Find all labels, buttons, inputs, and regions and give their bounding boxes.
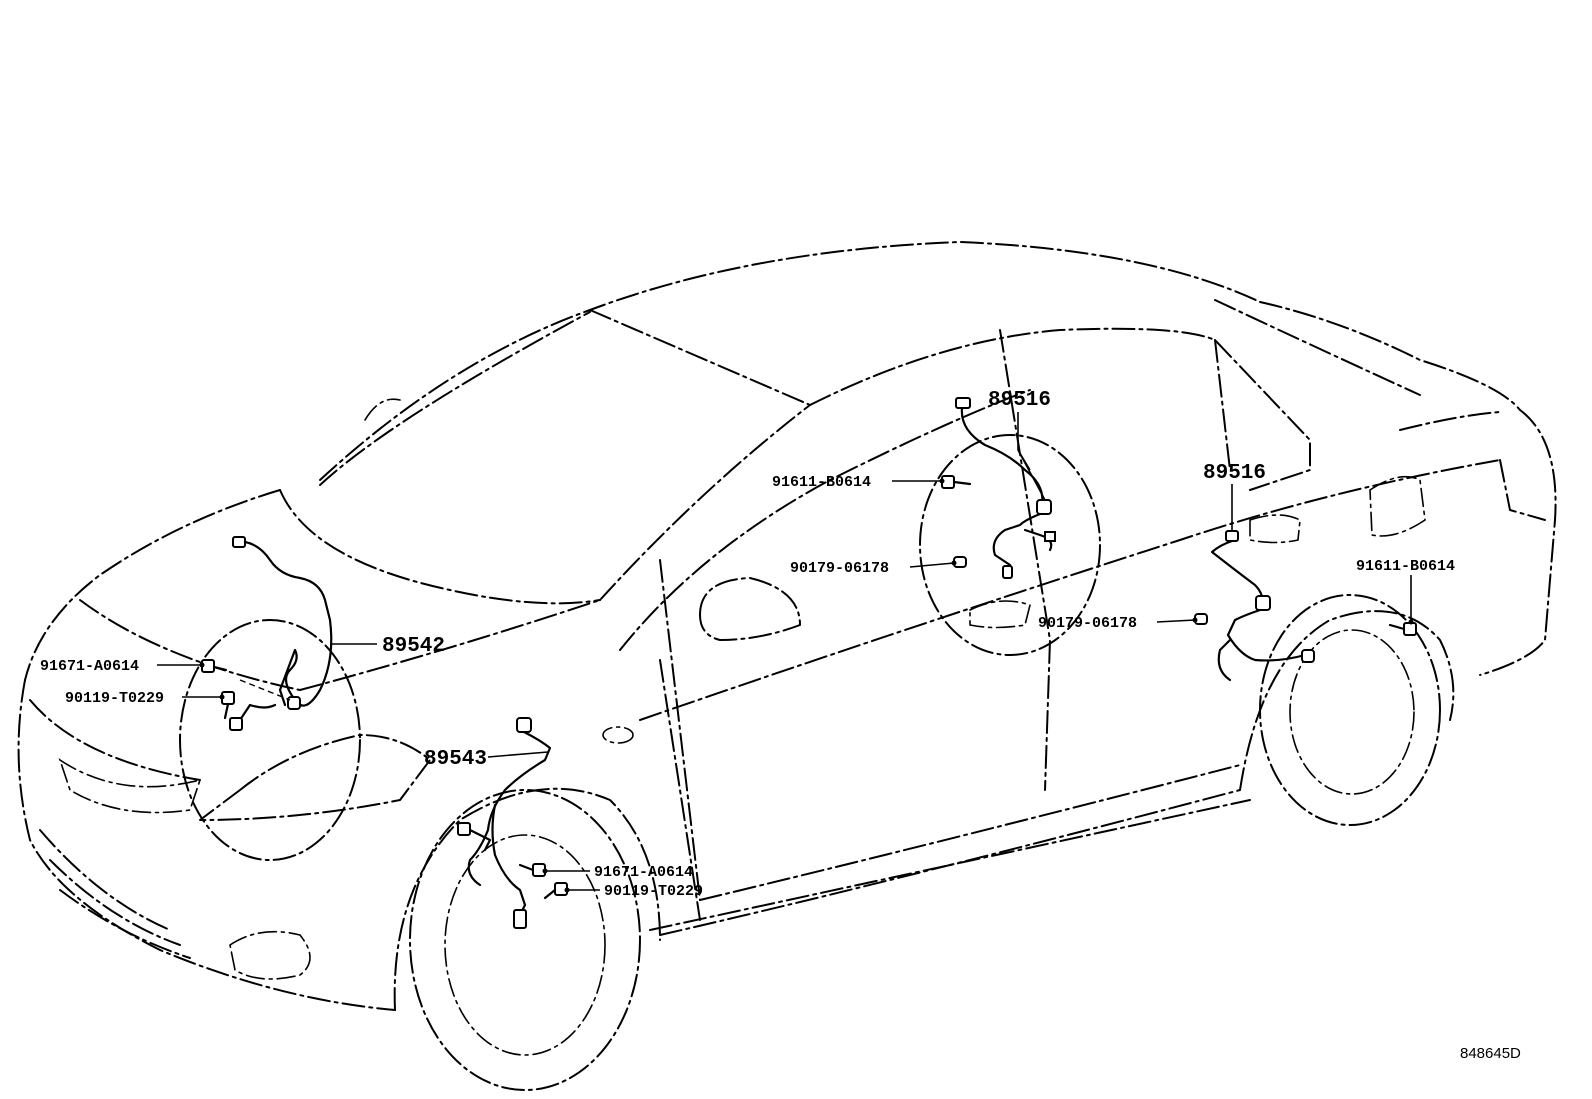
part-number-89543: 89543 [424,748,487,771]
illustration-code: 848645D [1460,1045,1521,1062]
part-number-90119-t0229-top: 90119-T0229 [65,690,164,707]
part-number-89516-upper: 89516 [988,389,1051,412]
bolt-icon [941,475,972,489]
part-number-90179-06178-right: 90179-06178 [1038,615,1137,632]
part-number-89542: 89542 [382,635,445,658]
car-outline-icon [17,241,1557,1091]
part-number-89516-lower: 89516 [1203,462,1266,485]
front-speed-sensor-near-icon [457,717,552,929]
part-number-91611-b0614-right: 91611-B0614 [1356,558,1455,575]
part-number-91611-b0614-left: 91611-B0614 [772,474,871,491]
bolt-icon [1388,622,1417,636]
rear-speed-sensor-lower-icon [1210,530,1315,682]
part-number-91671-a0614-top: 91671-A0614 [40,658,139,675]
part-number-90179-06178-left: 90179-06178 [790,560,889,577]
bolt-icon [518,863,546,877]
rear-speed-sensor-upper-icon [955,397,1056,579]
bolt-icon [201,659,228,673]
leader-lines [157,412,1414,893]
front-speed-sensor-far-icon [229,536,333,731]
bolt-icon [543,882,568,900]
part-number-91671-a0614-bottom: 91671-A0614 [594,864,693,881]
part-number-90119-t0229-bottom: 90119-T0229 [604,883,703,900]
